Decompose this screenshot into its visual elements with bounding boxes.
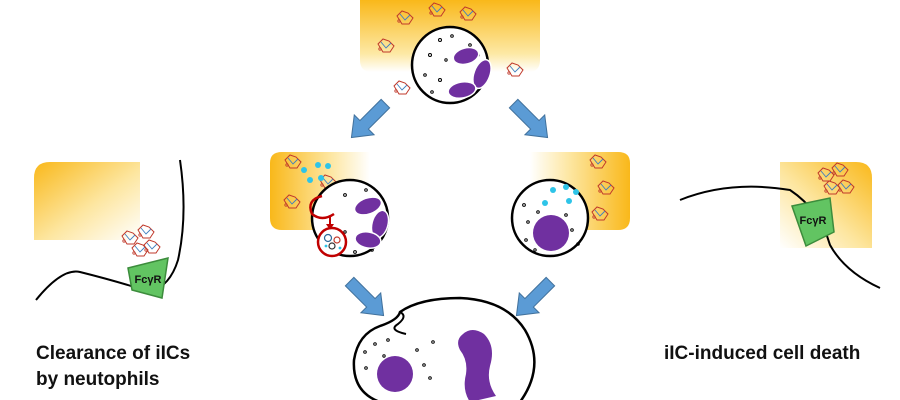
fc-receptor-right: FcγR [791, 197, 835, 248]
released-granules-mid-right [542, 184, 579, 206]
cell-death-panel: FcγR [679, 162, 881, 289]
immune-complex-zone-left [34, 162, 140, 240]
caption-clearance-line-2: by neutophils [36, 369, 160, 390]
dying-neutrophil-panel [352, 296, 536, 400]
granules-mid-right [522, 203, 580, 252]
caption-clearance-line-1: Clearance of iICs [36, 343, 191, 364]
clearance-panel: FcγR [34, 159, 185, 301]
phagocytosing-neutrophil-panel [270, 152, 390, 258]
arrow-top-to-left [341, 93, 396, 148]
fc-receptor-label-right: FcγR [800, 215, 827, 227]
degranulating-neutrophil-panel [510, 152, 630, 258]
condensed-nucleus-bottom [377, 356, 413, 392]
caption-clearance: Clearance of iICs by neutophils [36, 341, 256, 393]
phagosome [316, 226, 348, 258]
fc-receptor-left: FcγR [127, 256, 169, 299]
nuclear-envelope-fold [393, 311, 407, 335]
lobed-nucleus-mid-left [353, 196, 390, 249]
round-nucleus-mid-right [533, 215, 569, 251]
fc-receptor-label-left: FcγR [135, 274, 162, 286]
arrow-top-to-right [503, 93, 558, 148]
caption-cell-death-line-1: iIC-induced cell death [664, 343, 861, 364]
phagocytic-cup [309, 194, 335, 220]
arrow-left-to-bottom [339, 271, 394, 326]
granules-mid-left [343, 188, 374, 254]
decondensed-chromatin [458, 330, 496, 400]
caption-cell-death: iIC-induced cell death [664, 341, 894, 367]
released-granules-mid-left [301, 162, 331, 183]
lobed-nucleus-top [447, 46, 492, 99]
resting-neutrophil-panel [360, 0, 540, 105]
granules-bottom [363, 338, 435, 380]
engulfed-immune-complex [323, 233, 342, 250]
